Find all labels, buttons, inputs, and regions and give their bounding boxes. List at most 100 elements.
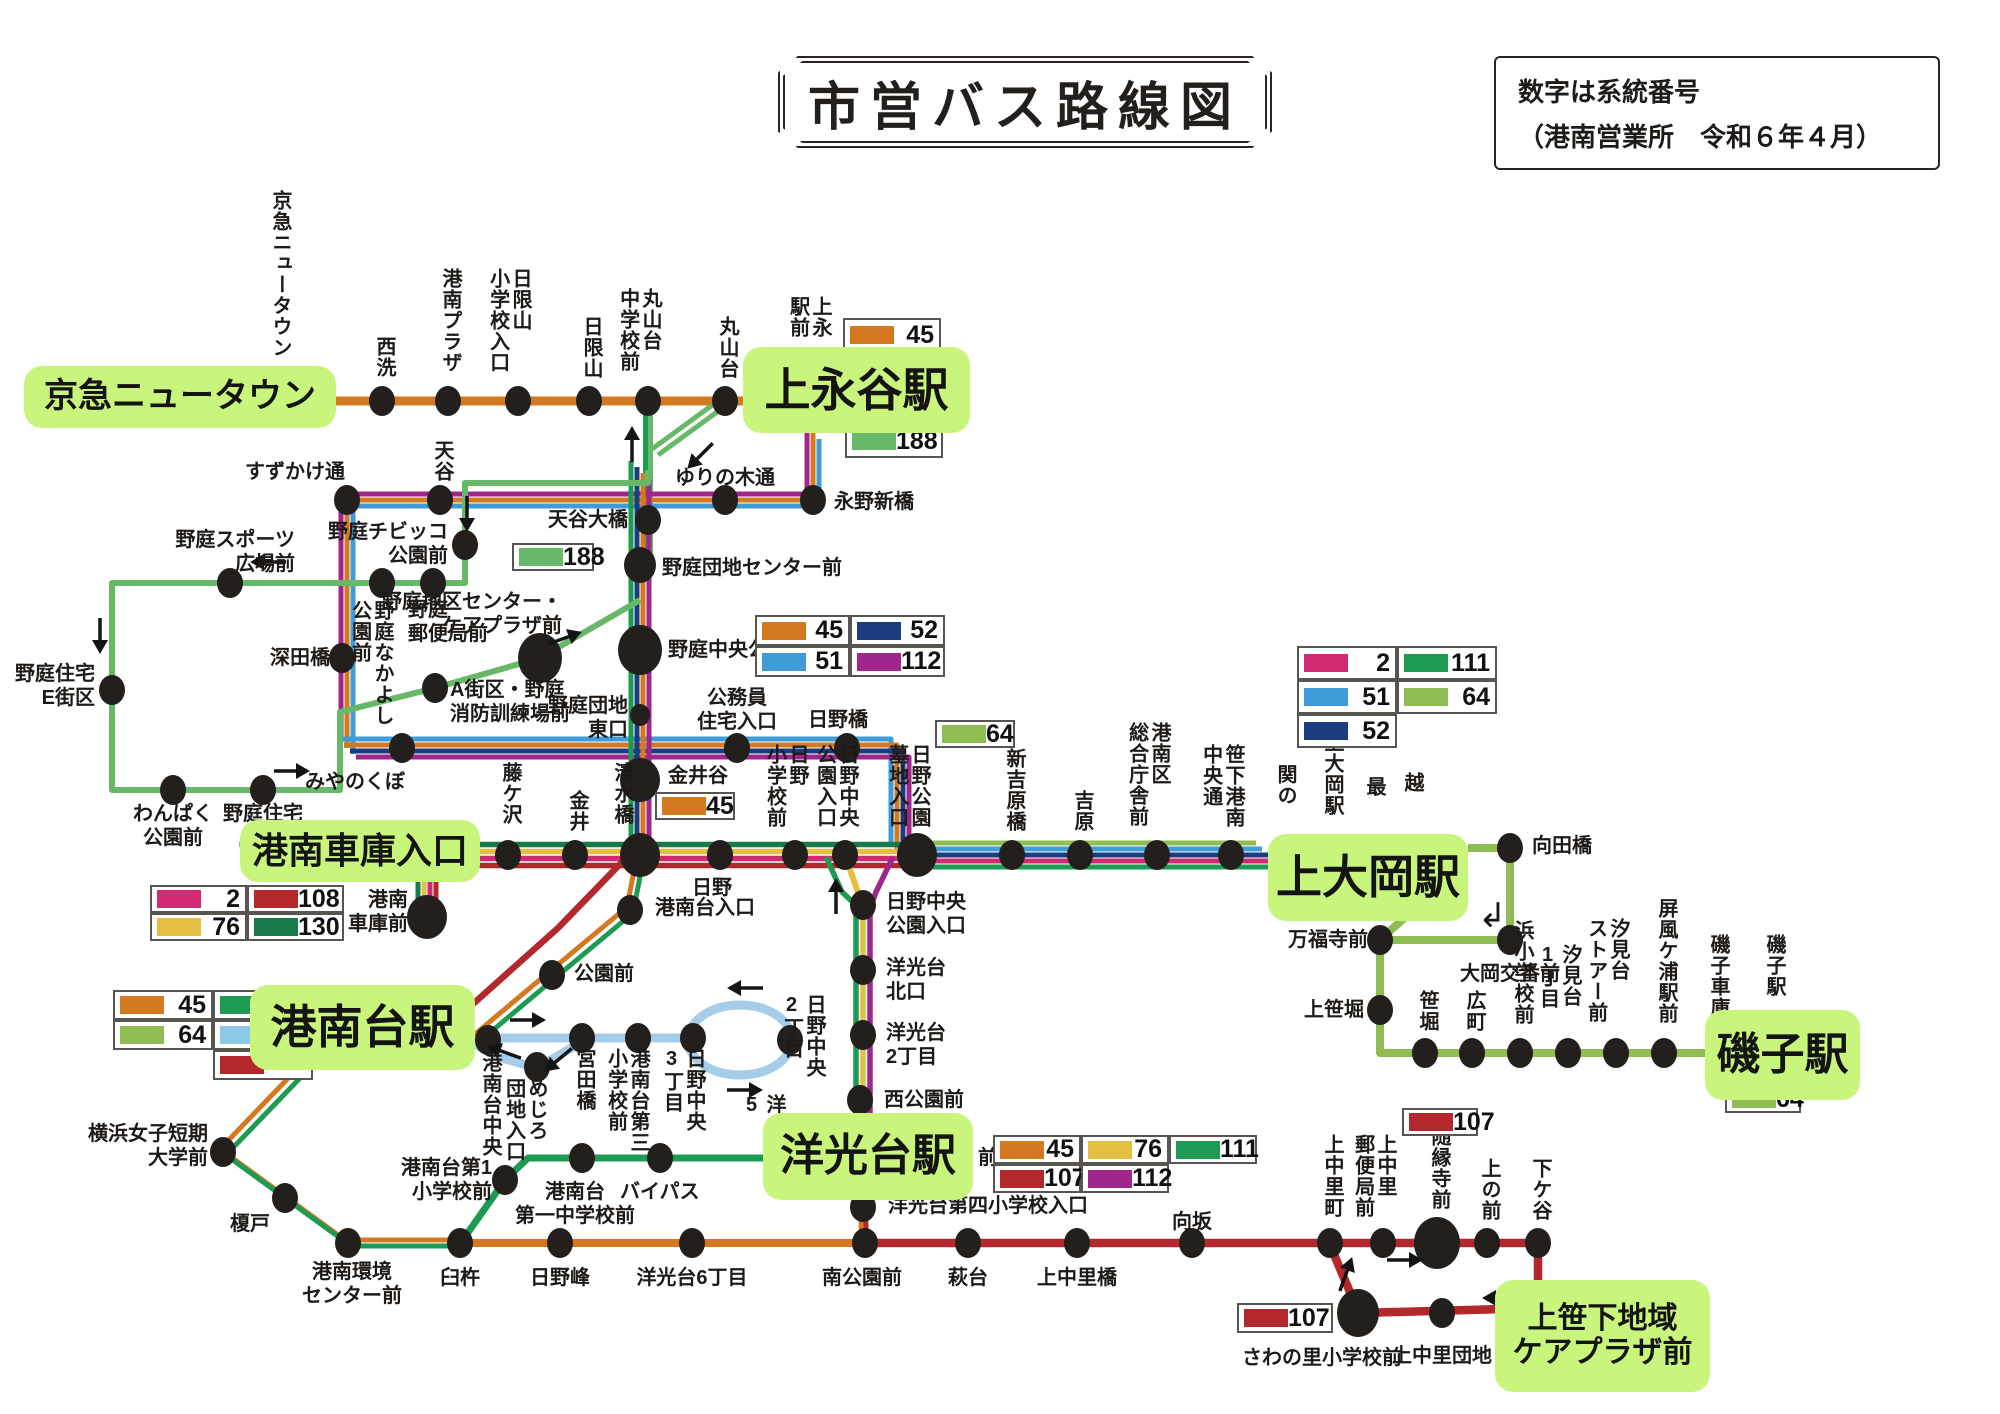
route-number-legend: 111 bbox=[1397, 646, 1497, 680]
station-dot bbox=[334, 485, 360, 515]
station-dot bbox=[834, 733, 860, 763]
station-dot bbox=[335, 1228, 361, 1258]
station-dot bbox=[620, 833, 660, 877]
major-station-badge: 洋光台駅 bbox=[763, 1113, 973, 1200]
route-color-swatch bbox=[1000, 1169, 1044, 1188]
station-dot bbox=[160, 775, 186, 805]
station-dot bbox=[518, 633, 562, 683]
route-line bbox=[344, 433, 816, 748]
station-dot bbox=[1603, 1038, 1629, 1068]
route-number-legend: 2 bbox=[1297, 646, 1397, 680]
route-color-swatch bbox=[254, 890, 298, 908]
route-number-legend: 52 bbox=[850, 615, 945, 646]
route-number: 188 bbox=[563, 542, 605, 571]
station-dot bbox=[1651, 1038, 1677, 1068]
station-dot bbox=[447, 1228, 473, 1258]
station-dot bbox=[329, 643, 355, 673]
station-dot bbox=[1474, 1228, 1500, 1258]
route-color-swatch bbox=[1409, 1113, 1453, 1131]
route-number: 64 bbox=[1462, 682, 1490, 711]
station-dot bbox=[777, 1025, 803, 1055]
route-number: 108 bbox=[298, 884, 340, 913]
route-number: 45 bbox=[178, 990, 206, 1019]
route-line bbox=[356, 754, 912, 864]
route-number: 45 bbox=[1046, 1135, 1074, 1163]
route-number: 2 bbox=[1376, 648, 1390, 677]
route-number: 45 bbox=[906, 320, 934, 349]
direction-arrow-icon bbox=[510, 1012, 546, 1028]
station-dot bbox=[782, 840, 808, 870]
route-number-legend: 52 bbox=[1297, 714, 1397, 748]
direction-arrow-icon bbox=[547, 629, 582, 646]
route-number: 64 bbox=[178, 1020, 206, 1049]
route-number: 112 bbox=[1132, 1164, 1173, 1192]
route-number-legend: 51 bbox=[1297, 680, 1397, 714]
route-number-legend: 188 bbox=[512, 543, 605, 571]
route-number-legend: 76 bbox=[1081, 1135, 1169, 1164]
station-dot bbox=[492, 1165, 518, 1195]
route-number-legend: 76 bbox=[150, 913, 247, 941]
station-dot bbox=[618, 625, 662, 675]
station-dot bbox=[1555, 1038, 1581, 1068]
direction-arrow-icon bbox=[687, 442, 714, 469]
station-dot bbox=[389, 733, 415, 763]
route-line bbox=[472, 854, 640, 1037]
station-dot bbox=[539, 960, 565, 990]
route-color-swatch bbox=[1304, 654, 1348, 672]
route-line bbox=[350, 439, 822, 754]
station-dot bbox=[422, 673, 448, 703]
route-color-swatch bbox=[1000, 1140, 1044, 1159]
station-dot bbox=[452, 530, 478, 560]
route-number-legend: 111 bbox=[1169, 1135, 1259, 1164]
route-number: 51 bbox=[815, 647, 843, 675]
route-number-legend: 130 bbox=[247, 913, 344, 941]
station-dot bbox=[407, 895, 447, 939]
route-number-legend: 45 bbox=[113, 990, 213, 1020]
station-dot bbox=[1179, 1228, 1205, 1258]
route-number-legend: 45 bbox=[755, 615, 850, 646]
station-dot bbox=[1497, 925, 1523, 955]
note-line-2: （港南営業所 令和６年４月） bbox=[1518, 122, 1883, 152]
major-station-badge: 港南車庫入口 bbox=[240, 820, 480, 882]
direction-arrow-icon bbox=[1338, 1257, 1355, 1292]
station-dot bbox=[850, 1020, 876, 1050]
route-line bbox=[344, 742, 900, 852]
route-number-legend: 64 bbox=[1397, 680, 1497, 714]
station-dot bbox=[1429, 1298, 1455, 1328]
route-color-swatch bbox=[1404, 654, 1448, 672]
map-title-inner-frame: 市営バス路線図 bbox=[783, 61, 1267, 143]
route-number-legend: 108 bbox=[247, 885, 344, 913]
station-dot bbox=[1412, 1038, 1438, 1068]
route-number: 52 bbox=[910, 616, 938, 644]
route-number: 52 bbox=[1362, 716, 1390, 745]
station-dot bbox=[547, 1228, 573, 1258]
station-dot bbox=[524, 1052, 550, 1082]
route-number: 45 bbox=[706, 791, 734, 820]
route-color-swatch bbox=[157, 890, 201, 908]
station-dot bbox=[832, 840, 858, 870]
route-number-legend: 64 bbox=[113, 1020, 213, 1050]
station-dot bbox=[576, 386, 602, 416]
direction-arrow-icon bbox=[459, 496, 475, 532]
station-dot bbox=[1367, 925, 1393, 955]
direction-arrow-icon bbox=[727, 980, 763, 996]
station-dot bbox=[1370, 1228, 1396, 1258]
route-number: 107 bbox=[1044, 1164, 1086, 1192]
route-color-swatch bbox=[1088, 1140, 1132, 1159]
route-color-swatch bbox=[120, 1026, 164, 1044]
route-color-swatch bbox=[1304, 688, 1348, 706]
route-number-legend: 51 bbox=[755, 646, 850, 677]
station-dot bbox=[217, 568, 243, 598]
station-dot bbox=[635, 505, 661, 535]
route-color-swatch bbox=[519, 548, 563, 566]
route-number: 111 bbox=[1451, 648, 1490, 677]
route-number-legend: 107 bbox=[1402, 1108, 1495, 1136]
station-dot bbox=[210, 1137, 236, 1167]
station-dot bbox=[1144, 840, 1170, 870]
direction-arrow-icon bbox=[624, 426, 640, 462]
station-dot bbox=[617, 895, 643, 925]
station-dot bbox=[800, 485, 826, 515]
station-dot bbox=[955, 1228, 981, 1258]
route-number: 45 bbox=[815, 616, 843, 644]
route-number: 51 bbox=[1362, 682, 1390, 711]
